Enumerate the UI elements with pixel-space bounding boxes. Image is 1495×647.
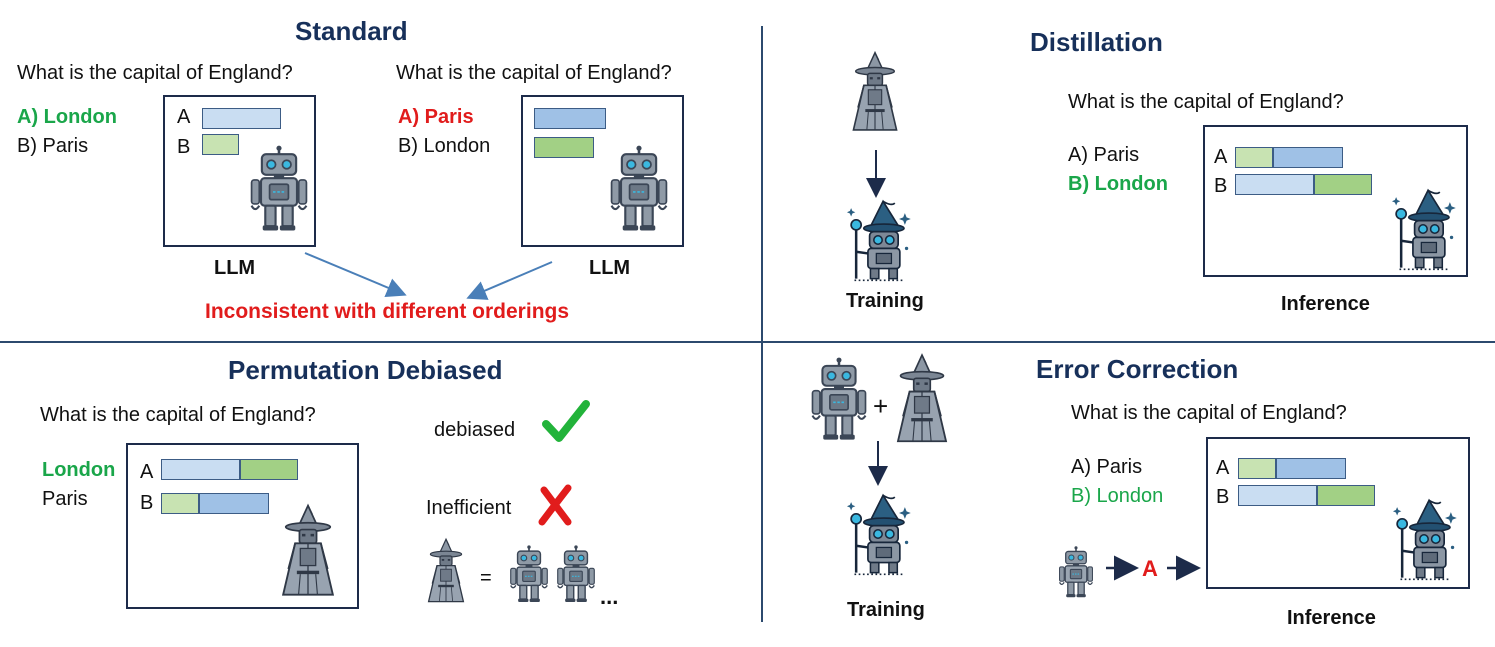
standard-right-option-a: A) Paris bbox=[398, 106, 474, 128]
distillation-inference-label: Inference bbox=[1281, 293, 1370, 315]
permutation-question: What is the capital of England? bbox=[40, 404, 316, 426]
bar-letter-a: A bbox=[1216, 457, 1230, 479]
predicted-answer-letter: A bbox=[1142, 556, 1158, 581]
probability-bar-b bbox=[534, 137, 594, 158]
standard-left-option-b: B) Paris bbox=[17, 135, 89, 157]
inefficient-label: Inefficient bbox=[426, 497, 512, 519]
bar-letter-b: B bbox=[140, 492, 154, 514]
distillation-title: Distillation bbox=[1030, 27, 1163, 57]
standard-title: Standard bbox=[295, 16, 408, 46]
cross-icon bbox=[538, 484, 572, 526]
probability-bar-a bbox=[534, 108, 606, 129]
ellipsis: ... bbox=[600, 584, 619, 609]
probability-bar-b-green bbox=[1314, 174, 1372, 195]
error-correction-inference-label: Inference bbox=[1287, 607, 1376, 629]
error-correction-inference-box: A B bbox=[1206, 437, 1470, 589]
robot-icon bbox=[1058, 542, 1094, 602]
error-correction-training-label: Training bbox=[847, 599, 925, 621]
standard-left-question: What is the capital of England? bbox=[17, 62, 293, 84]
probability-bar-b-green bbox=[161, 493, 199, 514]
distillation-option-a: A) Paris bbox=[1068, 144, 1140, 166]
error-correction-title: Error Correction bbox=[1036, 354, 1239, 384]
equals-sign: = bbox=[480, 567, 492, 589]
wizard-robot-icon bbox=[838, 492, 918, 576]
standard-right-llm-box bbox=[521, 95, 684, 247]
distillation-training-label: Training bbox=[846, 290, 924, 312]
error-correction-option-a: A) Paris bbox=[1071, 456, 1143, 478]
probability-bar-b-blue bbox=[1235, 174, 1314, 195]
permutation-option-1: London bbox=[42, 459, 116, 481]
probability-bar-b-green bbox=[1317, 485, 1375, 506]
probability-bar-b-blue bbox=[199, 493, 269, 514]
permutation-option-2: Paris bbox=[42, 488, 88, 510]
standard-left-llm-label: LLM bbox=[214, 257, 256, 279]
plus-sign: + bbox=[873, 391, 889, 421]
probability-bar-b-blue bbox=[1238, 485, 1317, 506]
error-correction-option-b: B) London bbox=[1071, 485, 1164, 507]
permutation-model-box: A B bbox=[126, 443, 359, 609]
bar-letter-a: A bbox=[177, 106, 191, 128]
distillation-option-b: B) London bbox=[1068, 173, 1168, 195]
convergence-arrows bbox=[304, 252, 553, 300]
bar-letter-b: B bbox=[177, 136, 191, 158]
probability-bar-a-green bbox=[1235, 147, 1273, 168]
permutation-title: Permutation Debiased bbox=[228, 355, 503, 385]
distillation-question: What is the capital of England? bbox=[1068, 91, 1344, 113]
debiased-label: debiased bbox=[434, 419, 516, 441]
bar-letter-a: A bbox=[140, 461, 154, 483]
standard-left-option-a: A) London bbox=[17, 106, 117, 128]
probability-bar-a-blue bbox=[1273, 147, 1343, 168]
bar-letter-a: A bbox=[1214, 146, 1228, 168]
wizard-robot-icon bbox=[1384, 497, 1464, 581]
error-correction-question: What is the capital of England? bbox=[1071, 402, 1347, 424]
distillation-inference-box: A B bbox=[1203, 125, 1468, 277]
probability-bar-b bbox=[202, 134, 239, 155]
probability-bar-a-green bbox=[1238, 458, 1276, 479]
standard-right-option-b: B) London bbox=[398, 135, 491, 157]
standard-right-question: What is the capital of England? bbox=[396, 62, 672, 84]
checkmark-icon bbox=[542, 400, 590, 442]
standard-conclusion: Inconsistent with different orderings bbox=[205, 300, 570, 323]
standard-right-llm-label: LLM bbox=[589, 257, 631, 279]
standard-left-llm-box: A B bbox=[163, 95, 316, 247]
probability-bar-a-green bbox=[240, 459, 298, 480]
probability-bar-a-blue bbox=[1276, 458, 1346, 479]
bar-letter-b: B bbox=[1214, 175, 1228, 197]
probability-bar-a bbox=[202, 108, 281, 129]
bar-letter-b: B bbox=[1216, 486, 1230, 508]
probability-bar-a-blue bbox=[161, 459, 240, 480]
